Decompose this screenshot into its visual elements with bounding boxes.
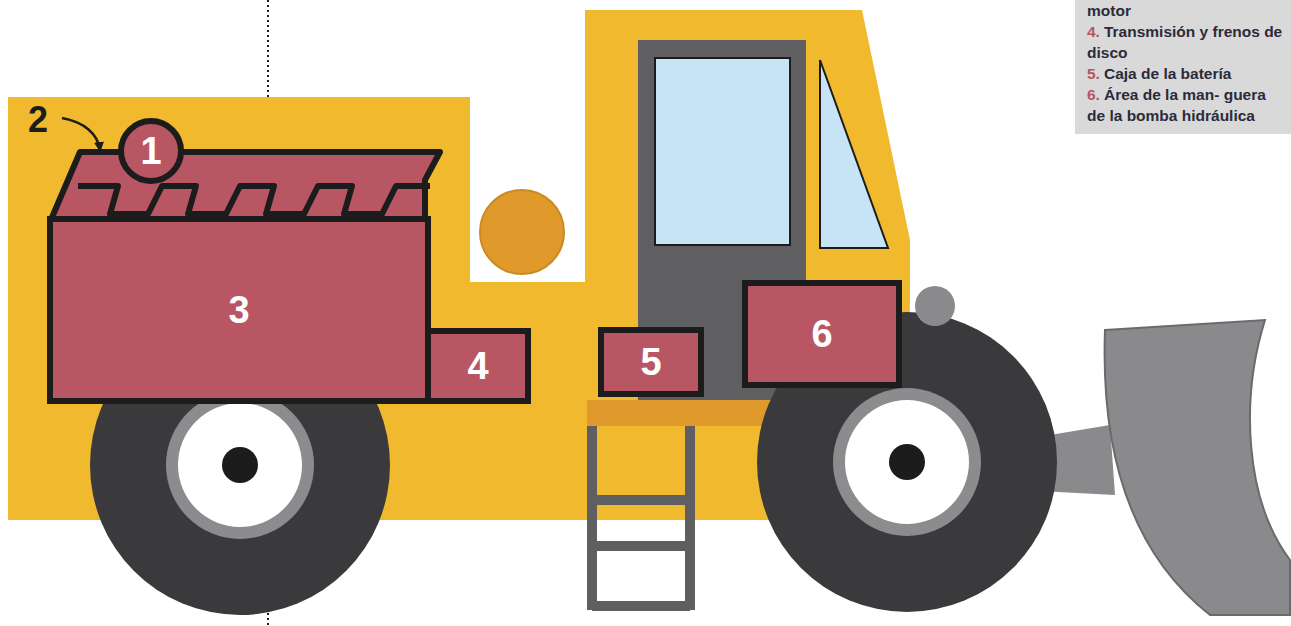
legend-entry: 5.Caja de la batería bbox=[1087, 63, 1283, 84]
rear-rim bbox=[166, 391, 314, 539]
legend-text: Área de la man- guera de la bomba hidráu… bbox=[1087, 86, 1266, 124]
pivot bbox=[915, 286, 955, 326]
callout-number: 1 bbox=[140, 132, 161, 170]
front-axle bbox=[889, 444, 925, 480]
callout-number: 6 bbox=[811, 315, 832, 353]
callout-number: 5 bbox=[640, 343, 661, 381]
cab-window bbox=[655, 58, 790, 245]
legend-text: motor bbox=[1087, 0, 1283, 21]
legend-number: 5. bbox=[1087, 65, 1100, 82]
legend-text: Transmisión y frenos de disco bbox=[1087, 23, 1282, 61]
step-ledge bbox=[587, 400, 772, 426]
callout-box: 6 bbox=[742, 280, 902, 388]
side-window bbox=[820, 60, 888, 248]
front-rim bbox=[833, 388, 981, 536]
callout-circle: 1 bbox=[118, 118, 184, 184]
legend-text: Caja de la batería bbox=[1104, 65, 1232, 82]
engine-lid bbox=[50, 152, 440, 222]
rear-hub bbox=[178, 403, 302, 527]
callout-number: 3 bbox=[228, 291, 249, 329]
legend-entry: 6.Área de la man- guera de la bomba hidr… bbox=[1087, 84, 1283, 126]
callout-box: 3 bbox=[47, 216, 431, 404]
callout-number: 2 bbox=[28, 102, 48, 138]
callout-box: 4 bbox=[425, 328, 531, 404]
plow-blade bbox=[1105, 320, 1290, 615]
legend-entry: 4.Transmisión y frenos de disco bbox=[1087, 21, 1283, 63]
lid-vents bbox=[78, 186, 430, 214]
callout-box: 5 bbox=[598, 327, 704, 397]
legend-number: 6. bbox=[1087, 86, 1100, 103]
ladder bbox=[592, 426, 690, 610]
legend-text: motor bbox=[1087, 2, 1131, 19]
callout-number: 4 bbox=[467, 347, 488, 385]
pointer-arrow bbox=[62, 118, 100, 150]
legend-number: 4. bbox=[1087, 23, 1100, 40]
dotted-line bbox=[267, 0, 269, 97]
front-hub bbox=[845, 400, 969, 524]
legend-panel: motor4.Transmisión y frenos de disco5.Ca… bbox=[1075, 0, 1291, 134]
rear-axle bbox=[222, 447, 258, 483]
light bbox=[480, 190, 564, 274]
